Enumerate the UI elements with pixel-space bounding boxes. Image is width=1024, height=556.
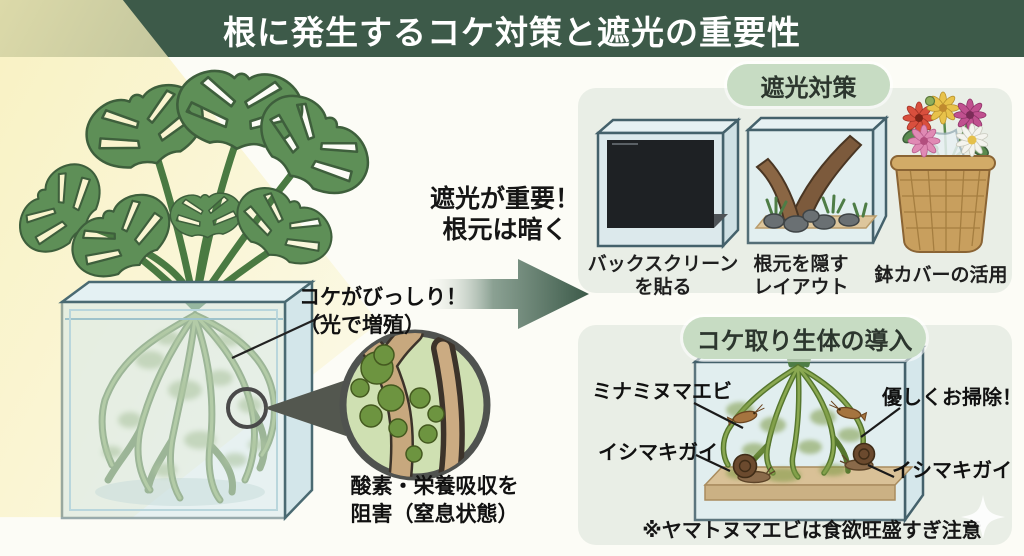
label-gentle-cleaning: 優しくお掃除！ [882,387,1022,409]
moss-callout-text: コケがびっしり！ （光で増殖） [299,284,467,339]
caption-layout-line1: 根元を隠す [753,254,849,275]
snail-left [732,453,776,484]
shading-important-text: 遮光が重要！ 根元は暗く [416,184,594,247]
shading-panel-illustrations [594,91,996,253]
shading-badge: 遮光対策 [727,64,890,106]
label-ishimaki-gai-right: イシマキガイ [892,460,1012,482]
caption-pot-cover-line1: 鉢カバーの活用 [874,265,1008,286]
glass-tank-front [60,300,287,520]
snail-right [839,442,876,471]
caption-pot-cover: 鉢カバーの活用 [872,265,1010,288]
driftwood-tank-illustration [744,115,890,245]
right-arrow-icon [429,259,589,329]
moss-callout-line2: （光で増殖） [299,313,425,337]
magnifier-circle [339,329,491,481]
yamato-shrimp-note: ※ヤマトヌマエビは食欲旺盛すぎ注意 [642,520,982,542]
moss-callout-line1: コケがびっしり！ [299,286,467,309]
backscreen-tank-illustration [594,117,742,250]
caption-backscreen-line2: を貼る [634,276,692,298]
caption-backscreen: バックスクリーン を貼る [584,254,742,300]
shading-important-line1: 遮光が重要！ [429,185,580,213]
shading-important-line2: 根元は暗く [442,216,568,245]
page-title: 根に発生するコケ対策と遮光の重要性 [223,14,801,51]
damage-line2: 阻害（窒息状態） [350,502,519,526]
caption-layout: 根元を隠す レイアウト [734,254,868,300]
basket-cover-illustration [890,91,996,253]
flowers [902,91,989,158]
monstera-leaves [7,67,383,294]
shading-panel: バックスクリーン を貼る 根元を隠す レイアウト 鉢カバーの活用 [578,88,1012,298]
damage-callout-text: 酸素・栄養吸収を 阻害（窒息状態） [332,473,537,529]
label-ishimaki-gai-left: イシマキガイ [598,442,718,464]
caption-backscreen-line1: バックスクリーン [587,254,739,275]
label-minami-numa-ebi: ミナミヌマエビ [592,381,732,403]
sparkle-icon [961,495,1005,539]
biota-badge: コケ取り生体の導入 [683,317,926,359]
caption-layout-line2: レイアウト [753,276,849,298]
damage-line1: 酸素・栄養吸収を [350,475,519,498]
shrimp-right [829,400,868,422]
